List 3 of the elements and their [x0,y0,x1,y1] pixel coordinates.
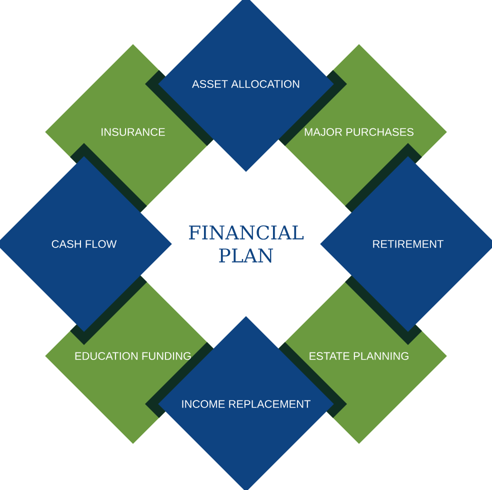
diamond-tile: RETIREMENT [320,156,492,332]
center-title: FINANCIAL PLAN [189,225,304,263]
diamond-tile: CASH FLOW [0,156,172,332]
